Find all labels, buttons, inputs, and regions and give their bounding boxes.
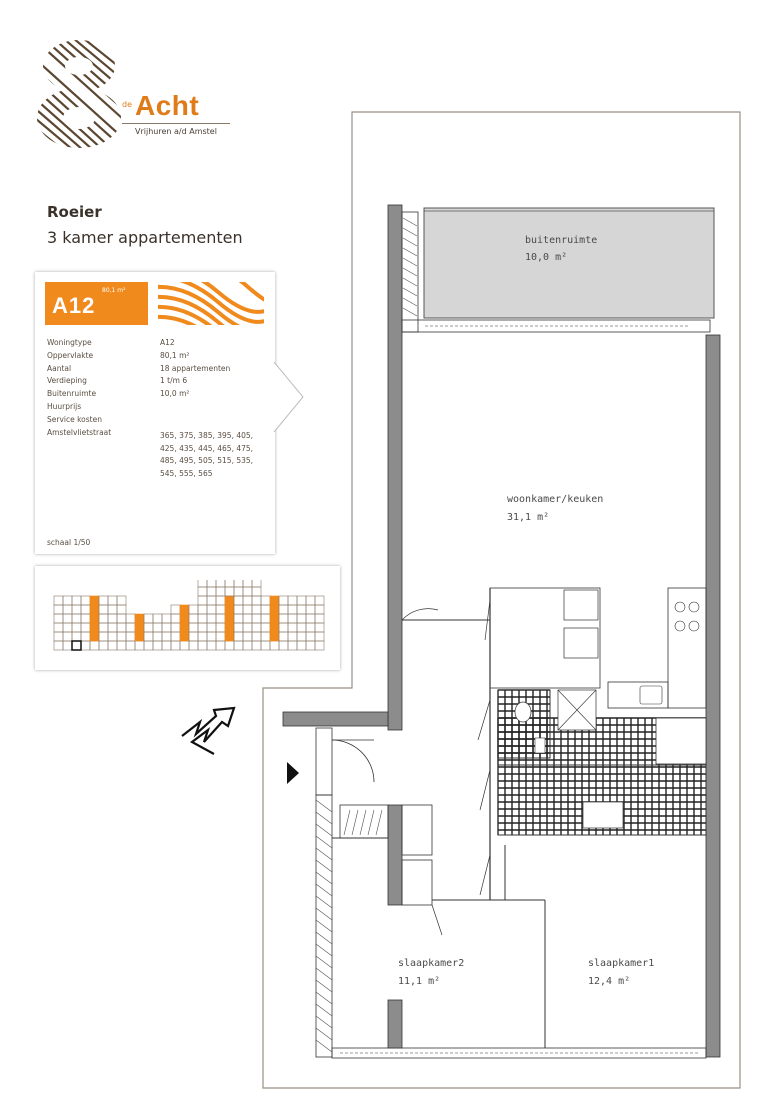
info-card-pointer	[273, 362, 304, 432]
room-area-slaapkamer2: 11,1 m²	[398, 976, 441, 987]
pattern-stripes-icon	[158, 282, 264, 325]
elevation-cell	[314, 595, 325, 606]
room-name-woonkamer: woonkamer/keuken	[507, 494, 604, 505]
detail-label: Amstelvlietstraat	[47, 427, 112, 437]
room-name-slaapkamer1: slaapkamer1	[588, 958, 655, 969]
detail-value: 80,1 m²	[160, 350, 190, 360]
detail-label: Woningtype	[47, 338, 92, 347]
detail-value: A12	[160, 338, 175, 347]
entrance-arrow-icon	[287, 762, 299, 784]
logo-eight-icon	[37, 40, 121, 148]
north-arrow-icon	[181, 706, 236, 755]
detail-label: Verdieping	[47, 376, 87, 386]
unit-title: Roeier	[47, 203, 102, 221]
brand-name: Acht	[135, 90, 200, 121]
unit-badge	[45, 282, 148, 325]
room-name-buitenruimte: buitenruimte	[525, 235, 598, 246]
detail-label: Oppervlakte	[47, 350, 94, 360]
room-area-woonkamer: 31,1 m²	[507, 512, 550, 523]
unit-code: A12	[52, 293, 96, 318]
unit-badge-area: 80,1 m²	[102, 287, 126, 294]
detail-value: 1 t/m 6	[160, 376, 188, 386]
unit-subtitle: 3 kamer appartementen	[47, 228, 243, 247]
detail-label: Buitenruimte	[47, 389, 97, 399]
brand-divider	[122, 123, 230, 124]
brand-tagline: Vrijhuren a/d Amstel	[135, 127, 217, 136]
detail-value: 18 appartementen	[160, 363, 231, 373]
detail-label: Aantal	[47, 363, 72, 373]
detail-label: Service kosten	[47, 414, 102, 424]
elevation-cell	[116, 595, 127, 606]
current-unit-marker	[71, 640, 82, 651]
detail-value: 10,0 m²	[160, 389, 190, 399]
scale-label: schaal 1/50	[47, 538, 91, 547]
detail-label: Huurprijs	[47, 402, 82, 411]
elevation-cell	[251, 580, 262, 588]
room-name-slaapkamer2: slaapkamer2	[398, 958, 465, 969]
brand-prefix: de	[122, 100, 132, 109]
room-area-slaapkamer1: 12,4 m²	[588, 976, 631, 987]
building-elevation-diagram	[53, 580, 325, 651]
room-area-buitenruimte: 10,0 m²	[525, 252, 568, 263]
address-list: 365, 375, 385, 395, 405, 425, 435, 445, …	[160, 431, 254, 478]
